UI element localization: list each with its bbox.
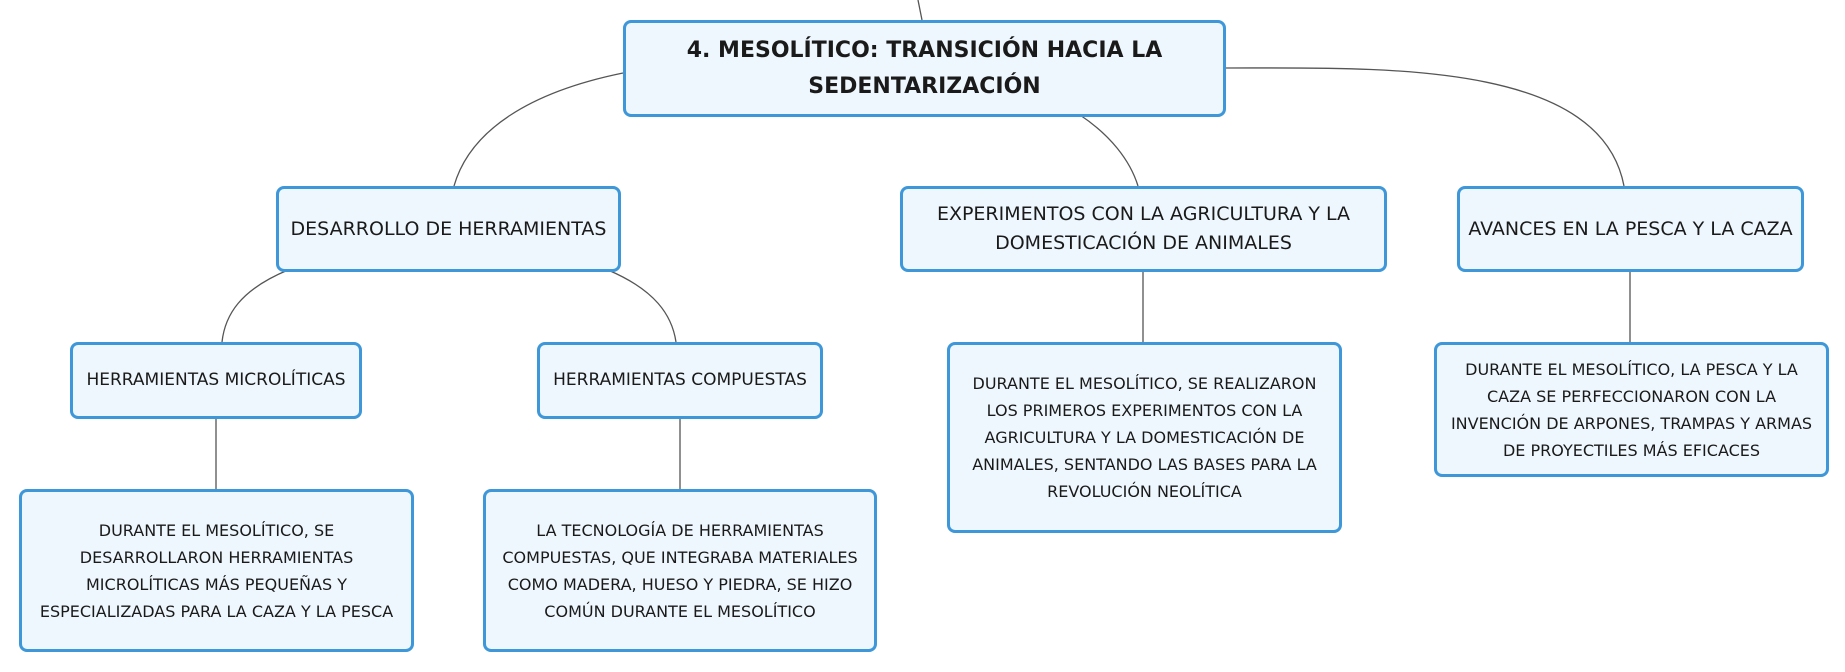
branch-pesca[interactable]: AVANCES EN LA PESCA Y LA CAZA: [1457, 186, 1804, 272]
subbranch-compuestas-title: HERRAMIENTAS COMPUESTAS: [553, 370, 807, 390]
root-node[interactable]: 4. MESOLÍTICO: TRANSICIÓN HACIA LA SEDEN…: [623, 20, 1226, 117]
branch-herramientas-title: DESARROLLO DE HERRAMIENTAS: [290, 217, 607, 240]
branch-agricultura-title: EXPERIMENTOS CON LA AGRICULTURA Y LA DOM…: [936, 203, 1351, 254]
branch-herramientas[interactable]: DESARROLLO DE HERRAMIENTAS: [276, 186, 621, 272]
connector-root-parent: [917, 0, 923, 21]
root-node-title: 4. MESOLÍTICO: TRANSICIÓN HACIA LA SEDEN…: [686, 37, 1163, 99]
connector-root-pesca: [1225, 67, 1625, 187]
branch-pesca-title: AVANCES EN LA PESCA Y LA CAZA: [1468, 217, 1793, 240]
detail-microliticas[interactable]: DURANTE EL MESOLÍTICO, SE DESARROLLARON …: [19, 489, 414, 652]
subbranch-compuestas[interactable]: HERRAMIENTAS COMPUESTAS: [537, 342, 823, 419]
subbranch-microliticas-title: HERRAMIENTAS MICROLÍTICAS: [86, 370, 346, 390]
connector-root-agricultura: [1079, 114, 1139, 187]
detail-microliticas-text: DURANTE EL MESOLÍTICO, SE DESARROLLARON …: [39, 520, 394, 621]
detail-compuestas[interactable]: LA TECNOLOGÍA DE HERRAMIENTAS COMPUESTAS…: [483, 489, 877, 652]
connector-herramientas-compuestas: [607, 269, 677, 343]
detail-compuestas-text: LA TECNOLOGÍA DE HERRAMIENTAS COMPUESTAS…: [502, 520, 858, 621]
detail-agricultura[interactable]: DURANTE EL MESOLÍTICO, SE REALIZARON LOS…: [947, 342, 1342, 533]
connector-root-herramientas: [453, 72, 624, 187]
detail-pesca[interactable]: DURANTE EL MESOLÍTICO, LA PESCA Y LA CAZ…: [1434, 342, 1829, 477]
subbranch-microliticas[interactable]: HERRAMIENTAS MICROLÍTICAS: [70, 342, 362, 419]
detail-pesca-text: DURANTE EL MESOLÍTICO, LA PESCA Y LA CAZ…: [1450, 359, 1813, 460]
detail-agricultura-text: DURANTE EL MESOLÍTICO, SE REALIZARON LOS…: [972, 374, 1317, 501]
connector-herramientas-micro: [221, 269, 289, 343]
branch-agricultura[interactable]: EXPERIMENTOS CON LA AGRICULTURA Y LA DOM…: [900, 186, 1387, 272]
